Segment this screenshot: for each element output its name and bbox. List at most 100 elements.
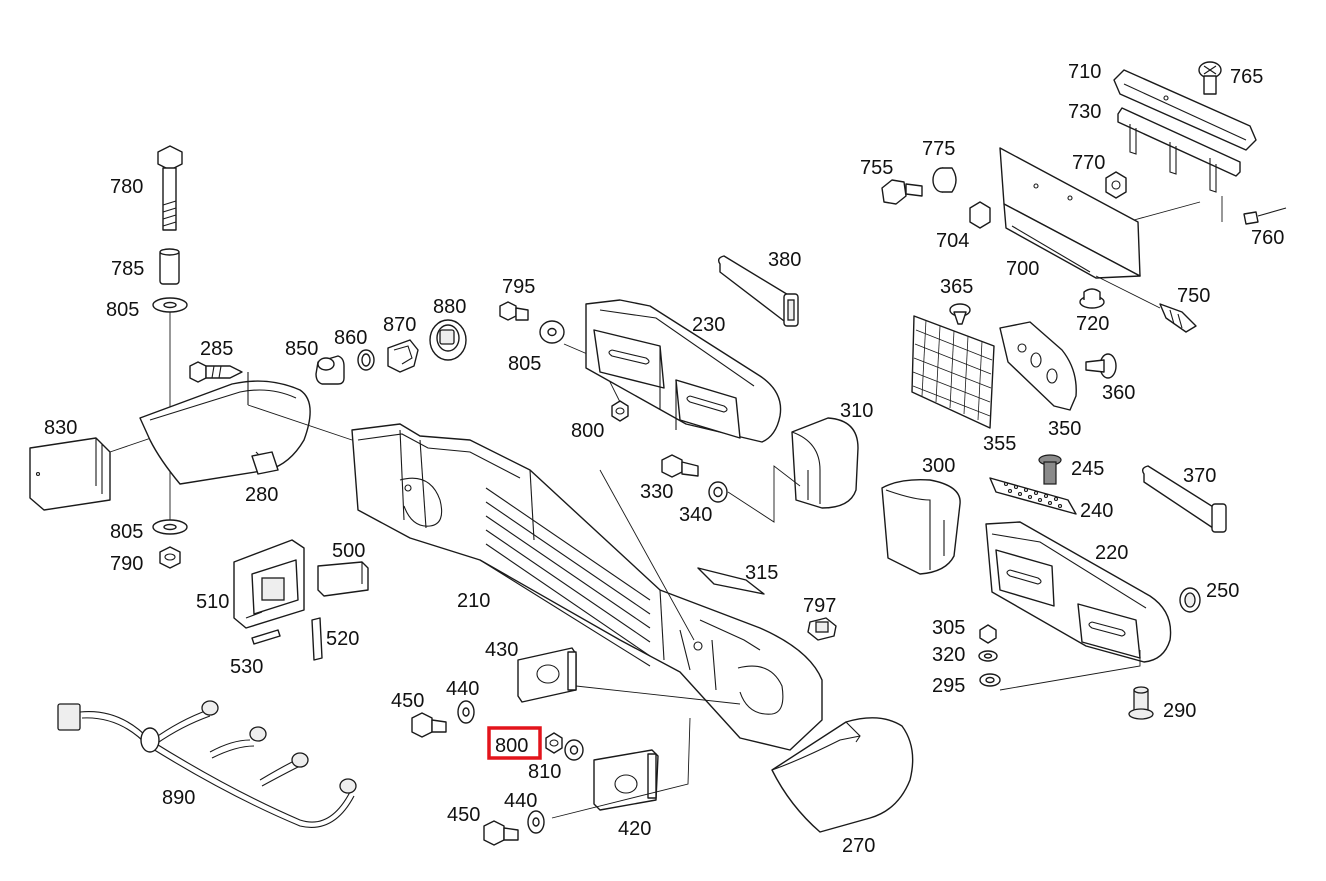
callout-800[interactable]: 800: [571, 420, 604, 442]
callout-765[interactable]: 765: [1230, 66, 1263, 88]
callout-420[interactable]: 420: [618, 818, 651, 840]
callout-750[interactable]: 750: [1177, 285, 1210, 307]
pin-245[interactable]: [1038, 454, 1062, 485]
callout-785[interactable]: 785: [111, 258, 144, 280]
washer-805-top[interactable]: [152, 297, 188, 313]
bracket-230[interactable]: [585, 299, 782, 443]
end-cap-310[interactable]: [791, 417, 859, 509]
callout-755[interactable]: 755: [860, 157, 893, 179]
callout-730[interactable]: 730: [1068, 101, 1101, 123]
callout-770[interactable]: 770: [1072, 152, 1105, 174]
bolt-795[interactable]: [499, 301, 529, 321]
bolt-450-upper[interactable]: [411, 712, 447, 738]
callout-315[interactable]: 315: [745, 562, 778, 584]
callout-805[interactable]: 805: [106, 299, 139, 321]
connector-850[interactable]: [315, 355, 345, 385]
bracket-730[interactable]: [1117, 107, 1241, 193]
profile-370[interactable]: [1141, 465, 1227, 533]
callout-300[interactable]: 300: [922, 455, 955, 477]
callout-800-highlighted[interactable]: 800: [495, 735, 528, 757]
bracket-430[interactable]: [517, 647, 577, 703]
callout-355[interactable]: 355: [983, 433, 1016, 455]
callout-245[interactable]: 245: [1071, 458, 1104, 480]
callout-350[interactable]: 350: [1048, 418, 1081, 440]
main-bumper-210[interactable]: [351, 423, 823, 751]
bracket-220[interactable]: [985, 521, 1172, 663]
callout-790[interactable]: 790: [110, 553, 143, 575]
bolt-290[interactable]: [1128, 686, 1154, 720]
nut-305[interactable]: [979, 624, 997, 644]
callout-380[interactable]: 380: [768, 249, 801, 271]
spacer-785[interactable]: [159, 248, 180, 285]
screw-285[interactable]: [189, 361, 243, 383]
callout-704[interactable]: 704: [936, 230, 969, 252]
callout-860[interactable]: 860: [334, 327, 367, 349]
callout-270[interactable]: 270: [842, 835, 875, 857]
washer-440-lower[interactable]: [527, 810, 545, 834]
callout-240[interactable]: 240: [1080, 500, 1113, 522]
callout-880[interactable]: 880: [433, 296, 466, 318]
clip-797[interactable]: [807, 617, 837, 641]
washer-810[interactable]: [564, 739, 584, 761]
end-cover-270[interactable]: [771, 717, 914, 833]
callout-310[interactable]: 310: [840, 400, 873, 422]
callout-830[interactable]: 830: [44, 417, 77, 439]
screw-360[interactable]: [1085, 353, 1117, 379]
nut-800-lower[interactable]: [545, 732, 563, 754]
callout-365[interactable]: 365: [940, 276, 973, 298]
bracket-830[interactable]: [29, 437, 111, 511]
callout-890[interactable]: 890: [162, 787, 195, 809]
callout-370[interactable]: 370: [1183, 465, 1216, 487]
plate-240[interactable]: [989, 477, 1077, 515]
bolt-780[interactable]: [157, 145, 183, 231]
pad-530[interactable]: [251, 629, 281, 645]
bolt-330[interactable]: [661, 454, 699, 478]
strip-520[interactable]: [311, 617, 323, 661]
callout-510[interactable]: 510: [196, 591, 229, 613]
callout-440[interactable]: 440: [504, 790, 537, 812]
callout-440[interactable]: 440: [446, 678, 479, 700]
nut-800-center[interactable]: [611, 400, 629, 422]
washer-340[interactable]: [708, 481, 728, 503]
callout-285[interactable]: 285: [200, 338, 233, 360]
washer-320[interactable]: [978, 650, 998, 662]
callout-230[interactable]: 230: [692, 314, 725, 336]
callout-700[interactable]: 700: [1006, 258, 1039, 280]
washer-295[interactable]: [979, 673, 1001, 687]
label-315[interactable]: [697, 567, 765, 595]
screw-750[interactable]: [1159, 303, 1197, 333]
screw-765[interactable]: [1198, 61, 1222, 95]
callout-500[interactable]: 500: [332, 540, 365, 562]
callout-710[interactable]: 710: [1068, 61, 1101, 83]
callout-805[interactable]: 805: [508, 353, 541, 375]
callout-797[interactable]: 797: [803, 595, 836, 617]
callout-210[interactable]: 210: [457, 590, 490, 612]
callout-450[interactable]: 450: [391, 690, 424, 712]
callout-430[interactable]: 430: [485, 639, 518, 661]
callout-850[interactable]: 850: [285, 338, 318, 360]
sensor-bracket-510[interactable]: [233, 539, 305, 629]
callout-330[interactable]: 330: [640, 481, 673, 503]
callout-320[interactable]: 320: [932, 644, 965, 666]
washer-805-center[interactable]: [539, 320, 565, 344]
seal-ring-860[interactable]: [357, 349, 375, 371]
bracket-350[interactable]: [999, 321, 1077, 411]
end-cap-300[interactable]: [881, 478, 961, 575]
callout-340[interactable]: 340: [679, 504, 712, 526]
callout-720[interactable]: 720: [1076, 313, 1109, 335]
plate-700[interactable]: [999, 147, 1141, 279]
plug-720[interactable]: [1079, 288, 1105, 309]
callout-450[interactable]: 450: [447, 804, 480, 826]
callout-220[interactable]: 220: [1095, 542, 1128, 564]
washer-440-upper[interactable]: [457, 700, 475, 724]
callout-290[interactable]: 290: [1163, 700, 1196, 722]
profile-380[interactable]: [717, 255, 799, 327]
end-cover-280[interactable]: [139, 372, 311, 485]
bracket-420[interactable]: [593, 749, 659, 811]
callout-530[interactable]: 530: [230, 656, 263, 678]
grommet-250[interactable]: [1179, 587, 1201, 613]
washer-805-bottom[interactable]: [152, 519, 188, 535]
callout-520[interactable]: 520: [326, 628, 359, 650]
bolt-450-lower[interactable]: [483, 820, 519, 846]
bolt-755[interactable]: [881, 179, 923, 205]
